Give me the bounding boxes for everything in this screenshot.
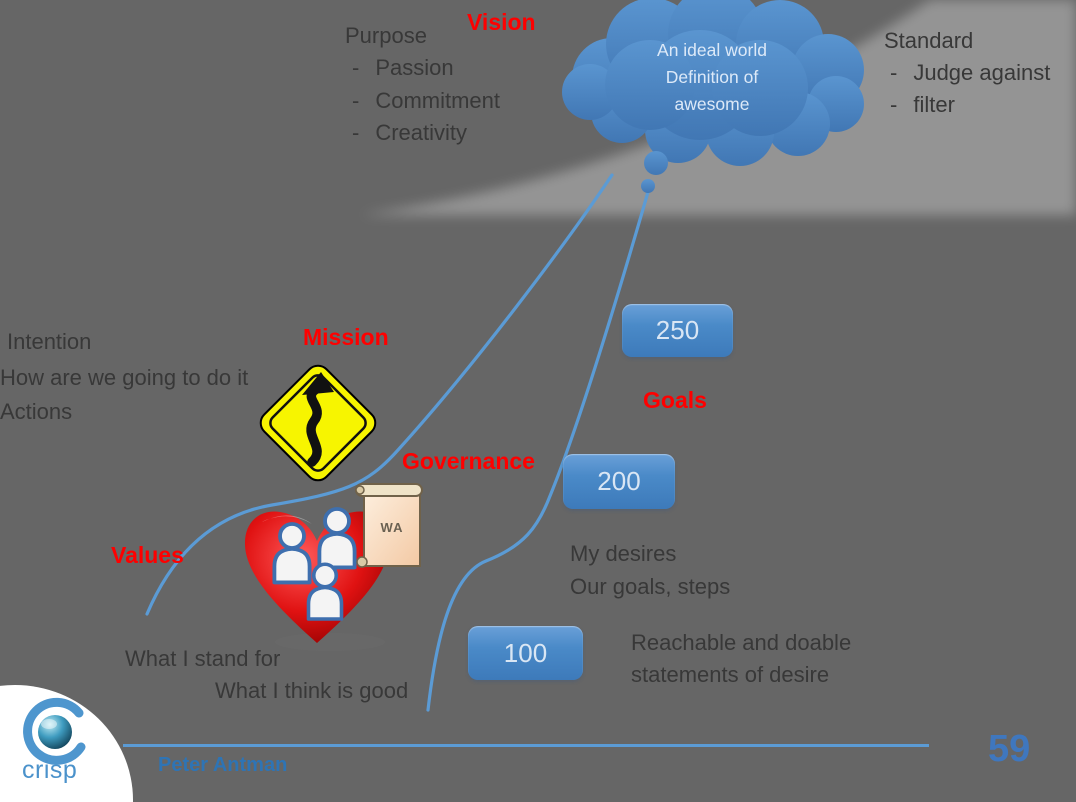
goal-box-value: 250 xyxy=(655,315,700,345)
governance-label: Governance xyxy=(402,448,535,474)
purpose-item: - Commitment xyxy=(352,88,500,114)
bullet-dash: - xyxy=(352,120,360,145)
purpose-item: - Passion xyxy=(352,55,454,81)
cloud-text-line: Definition of xyxy=(665,67,759,88)
crisp-logo-text: crisp xyxy=(22,756,78,784)
desires-line: Our goals, steps xyxy=(570,574,731,599)
bullet-dash: - xyxy=(890,60,898,85)
goals-curve xyxy=(426,190,650,712)
background-swoosh xyxy=(360,0,1076,215)
standard-item: - filter xyxy=(890,92,955,118)
crisp-logo xyxy=(0,685,133,802)
desires-line: My desires xyxy=(570,541,677,566)
journey-curves xyxy=(145,173,650,712)
intention-line: How are we going to do it xyxy=(0,365,249,390)
standard-title: Standard xyxy=(884,28,974,53)
bullet-dash: - xyxy=(352,55,360,80)
footer-author: Peter Antman xyxy=(158,754,288,776)
winding-road-sign-icon xyxy=(259,364,377,482)
purpose-item-label: Commitment xyxy=(375,88,501,113)
values-text-line: What I think is good xyxy=(215,678,409,703)
purpose-title: Purpose xyxy=(345,23,427,48)
purpose-item-label: Passion xyxy=(375,55,454,80)
mission-label: Mission xyxy=(303,324,389,350)
values-label: Values xyxy=(111,542,184,568)
cloud-tail-bubble-small xyxy=(641,179,655,193)
goal-box-100: 100 xyxy=(468,626,583,680)
goals-label: Goals xyxy=(643,387,707,413)
cloud-tail-bubble xyxy=(644,151,668,175)
cloud-text-line: An ideal world xyxy=(657,40,767,60)
goal-box-200: 200 xyxy=(563,454,675,509)
scroll-icon xyxy=(355,483,423,568)
footer-divider xyxy=(123,744,929,747)
purpose-item: - Creativity xyxy=(352,120,467,146)
page-number: 59 xyxy=(988,728,1031,770)
cloud-text-line: awesome xyxy=(674,94,750,115)
cloud-text: An ideal world Definition of awesome xyxy=(592,37,832,118)
vision-label: Vision xyxy=(467,9,536,35)
standard-item: - Judge against xyxy=(890,60,1050,86)
intention-line: Intention xyxy=(7,329,92,354)
bullet-dash: - xyxy=(890,92,898,117)
goal-box-value: 100 xyxy=(503,637,548,668)
heart-icon xyxy=(244,507,390,651)
values-mission-curve xyxy=(145,173,614,616)
reachable-line: statements of desire xyxy=(631,662,830,687)
goal-box-value: 200 xyxy=(597,466,641,496)
values-text-line: What I stand for xyxy=(125,646,281,671)
thought-cloud-icon xyxy=(562,0,864,193)
reachable-line: Reachable and doable xyxy=(631,630,852,655)
standard-item-label: Judge against xyxy=(913,60,1051,85)
intention-line: Actions xyxy=(0,399,73,424)
scroll-text: WA xyxy=(380,520,404,535)
goal-box-250: 250 xyxy=(622,304,733,357)
standard-item-label: filter xyxy=(913,92,955,117)
bullet-dash: - xyxy=(352,88,360,113)
purpose-item-label: Creativity xyxy=(375,120,468,145)
